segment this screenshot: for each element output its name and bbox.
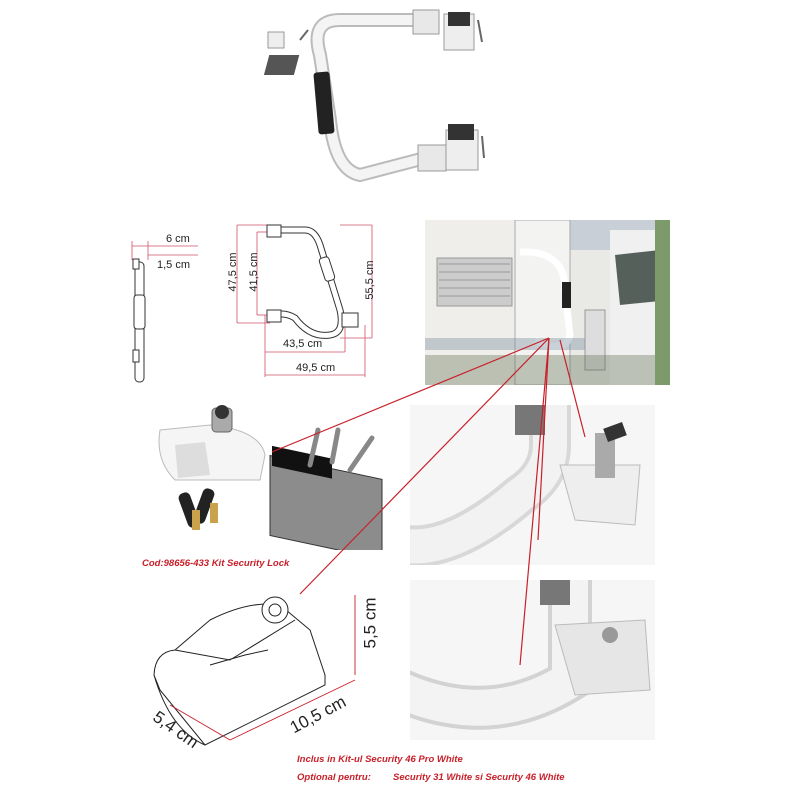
dim-width-total: 49,5 cm <box>296 362 336 374</box>
dim-depth: 1,5 cm <box>157 259 191 271</box>
front-dimension-drawing <box>236 224 373 377</box>
closeup-photo-installed <box>410 580 655 740</box>
side-dimension-drawing <box>131 241 198 383</box>
camper-installation-photo <box>425 220 670 385</box>
dim-width: 6 cm <box>166 233 190 245</box>
lock-kit-photo <box>158 405 383 550</box>
dim-width-inner: 43,5 cm <box>283 338 323 350</box>
kit-caption: Cod:98656-433 Kit Security Lock <box>142 558 290 569</box>
dim-height-outer: 47,5 cm <box>227 252 239 292</box>
handle-product-photo <box>263 9 485 183</box>
lock-dim-height: 5,5 cm <box>360 597 380 649</box>
optional-models: Security 31 White si Security 46 White <box>393 772 565 783</box>
dim-height-inner: 41,5 cm <box>248 252 260 292</box>
closeup-photo-keys <box>410 405 655 565</box>
optional-label: Optional pentru: <box>297 772 371 783</box>
lock-dimension-drawing <box>153 595 356 746</box>
dim-height-total: 55,5 cm <box>364 260 376 300</box>
included-in-kit-text: Inclus in Kit-ul Security 46 Pro White <box>297 754 463 765</box>
